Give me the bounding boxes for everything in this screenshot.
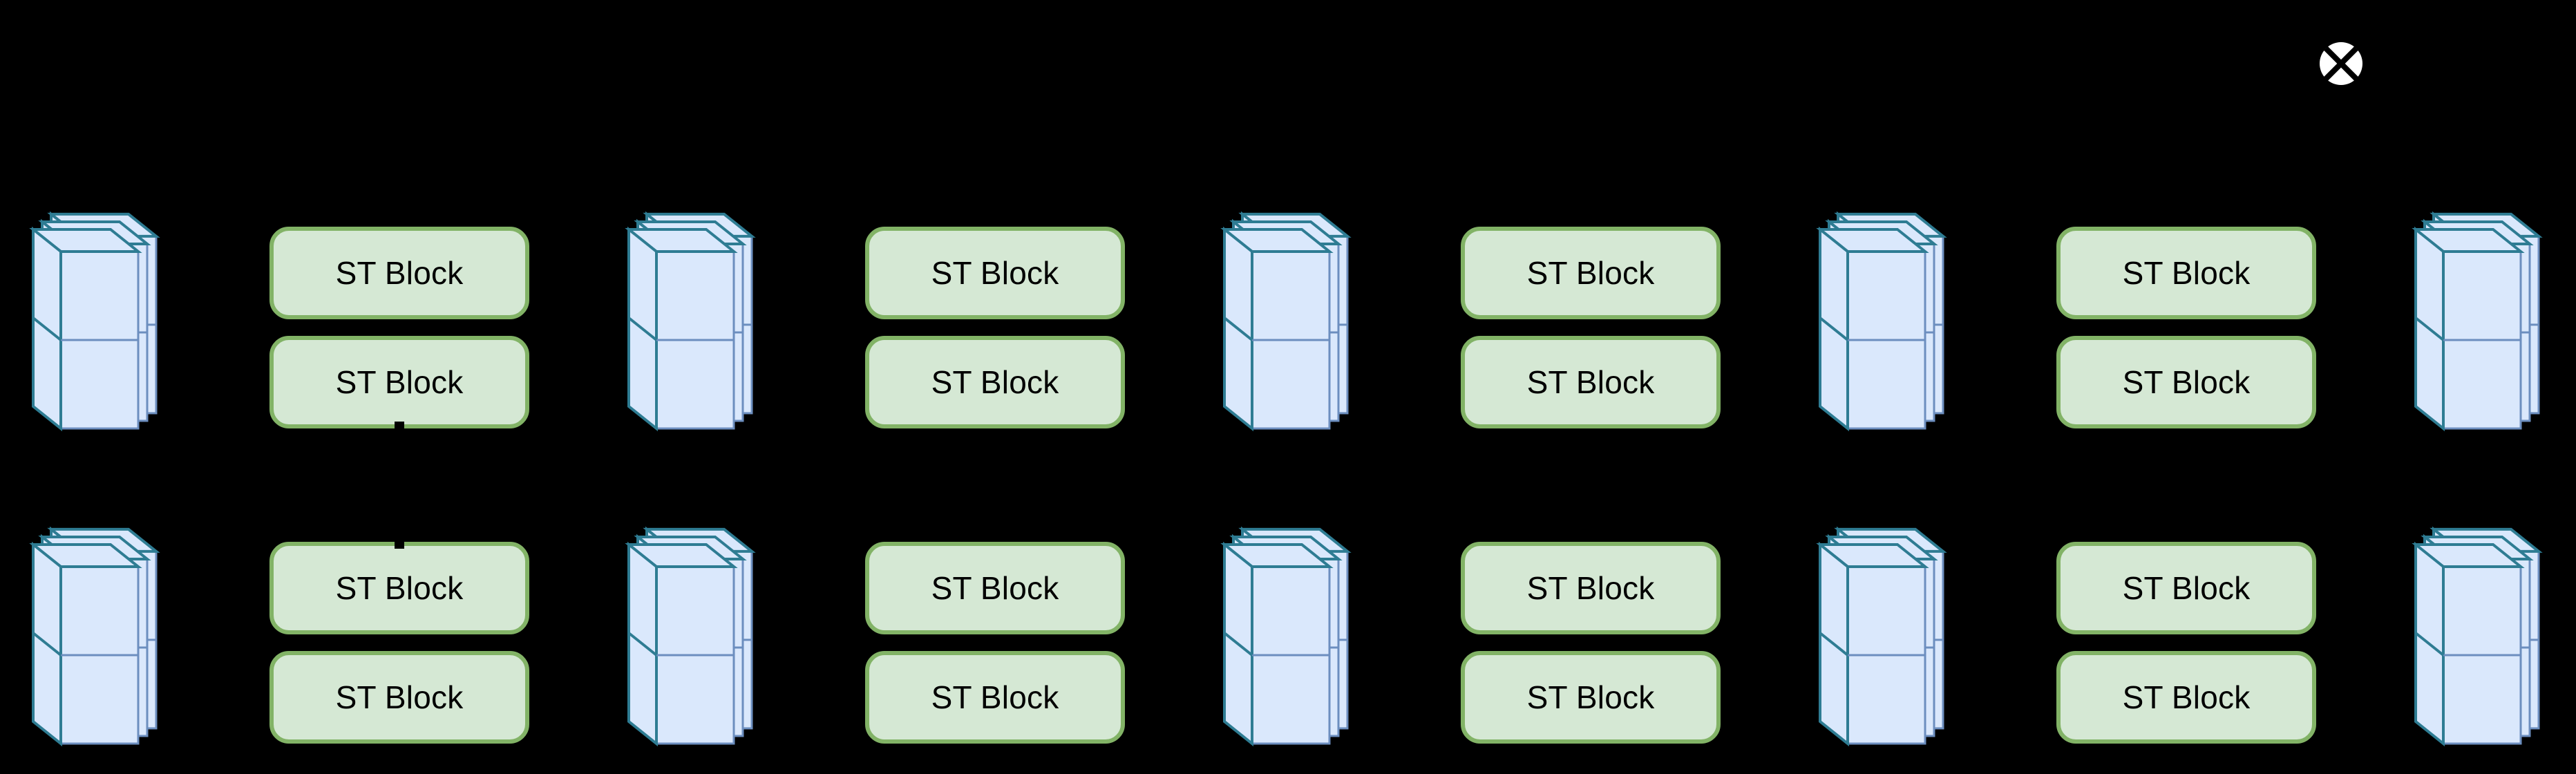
connector-notch <box>395 542 404 549</box>
feature-stack <box>1816 211 1947 453</box>
st-block-label: ST Block <box>2122 570 2251 606</box>
feature-stack-graphic <box>2412 526 2543 747</box>
st-block-label: ST Block <box>2122 255 2251 291</box>
st-block-label: ST Block <box>931 679 1059 715</box>
feature-stack-graphic <box>1220 211 1352 432</box>
feature-stack <box>1220 526 1352 768</box>
st-block-label: ST Block <box>335 570 464 606</box>
st-block[interactable]: ST Block <box>1461 336 1721 428</box>
feature-stack-graphic <box>1220 526 1352 747</box>
st-block-label: ST Block <box>1526 364 1655 400</box>
st-block-label: ST Block <box>1526 255 1655 291</box>
st-block-label: ST Block <box>931 255 1059 291</box>
st-block-label: ST Block <box>335 679 464 715</box>
st-block-label: ST Block <box>335 364 464 400</box>
st-block[interactable]: ST Block <box>1461 651 1721 744</box>
feature-stack <box>625 211 756 453</box>
circle-x-icon[interactable] <box>2318 41 2364 86</box>
st-block[interactable]: ST Block <box>269 336 529 428</box>
st-block-group: ST Block ST Block <box>269 227 529 428</box>
st-block-group: ST Block ST Block <box>1461 542 1721 744</box>
st-block[interactable]: ST Block <box>865 336 1125 428</box>
feature-stack-graphic <box>1816 211 1947 432</box>
st-block[interactable]: ST Block <box>2056 542 2316 634</box>
feature-stack <box>2412 526 2543 768</box>
st-block-group: ST Block ST Block <box>2056 542 2316 744</box>
st-block[interactable]: ST Block <box>865 227 1125 319</box>
st-block[interactable]: ST Block <box>2056 227 2316 319</box>
st-block[interactable]: ST Block <box>269 542 529 634</box>
st-block-label: ST Block <box>1526 679 1655 715</box>
feature-stack <box>625 526 756 768</box>
st-block-label: ST Block <box>931 364 1059 400</box>
st-block[interactable]: ST Block <box>865 651 1125 744</box>
st-block[interactable]: ST Block <box>865 542 1125 634</box>
feature-stack <box>29 526 160 768</box>
st-block[interactable]: ST Block <box>2056 336 2316 428</box>
feature-stack-graphic <box>1816 526 1947 747</box>
feature-stack-graphic <box>29 526 160 747</box>
feature-stack <box>2412 211 2543 453</box>
st-block-group: ST Block ST Block <box>2056 227 2316 428</box>
st-block-group: ST Block ST Block <box>865 542 1125 744</box>
feature-stack <box>1220 211 1352 453</box>
connector-notch <box>395 422 404 428</box>
st-block[interactable]: ST Block <box>2056 651 2316 744</box>
st-block[interactable]: ST Block <box>1461 542 1721 634</box>
feature-stack-graphic <box>625 211 756 432</box>
feature-stack <box>1816 526 1947 768</box>
st-block-label: ST Block <box>1526 570 1655 606</box>
feature-stack-graphic <box>29 211 160 432</box>
st-block[interactable]: ST Block <box>269 227 529 319</box>
st-block-label: ST Block <box>2122 364 2251 400</box>
st-block-label: ST Block <box>2122 679 2251 715</box>
feature-stack <box>29 211 160 453</box>
st-block-label: ST Block <box>931 570 1059 606</box>
st-block-group: ST Block ST Block <box>865 227 1125 428</box>
st-block-group: ST Block ST Block <box>269 542 529 744</box>
feature-stack-graphic <box>2412 211 2543 432</box>
st-block[interactable]: ST Block <box>269 651 529 744</box>
feature-stack-graphic <box>625 526 756 747</box>
st-block-group: ST Block ST Block <box>1461 227 1721 428</box>
st-block[interactable]: ST Block <box>1461 227 1721 319</box>
st-block-label: ST Block <box>335 255 464 291</box>
